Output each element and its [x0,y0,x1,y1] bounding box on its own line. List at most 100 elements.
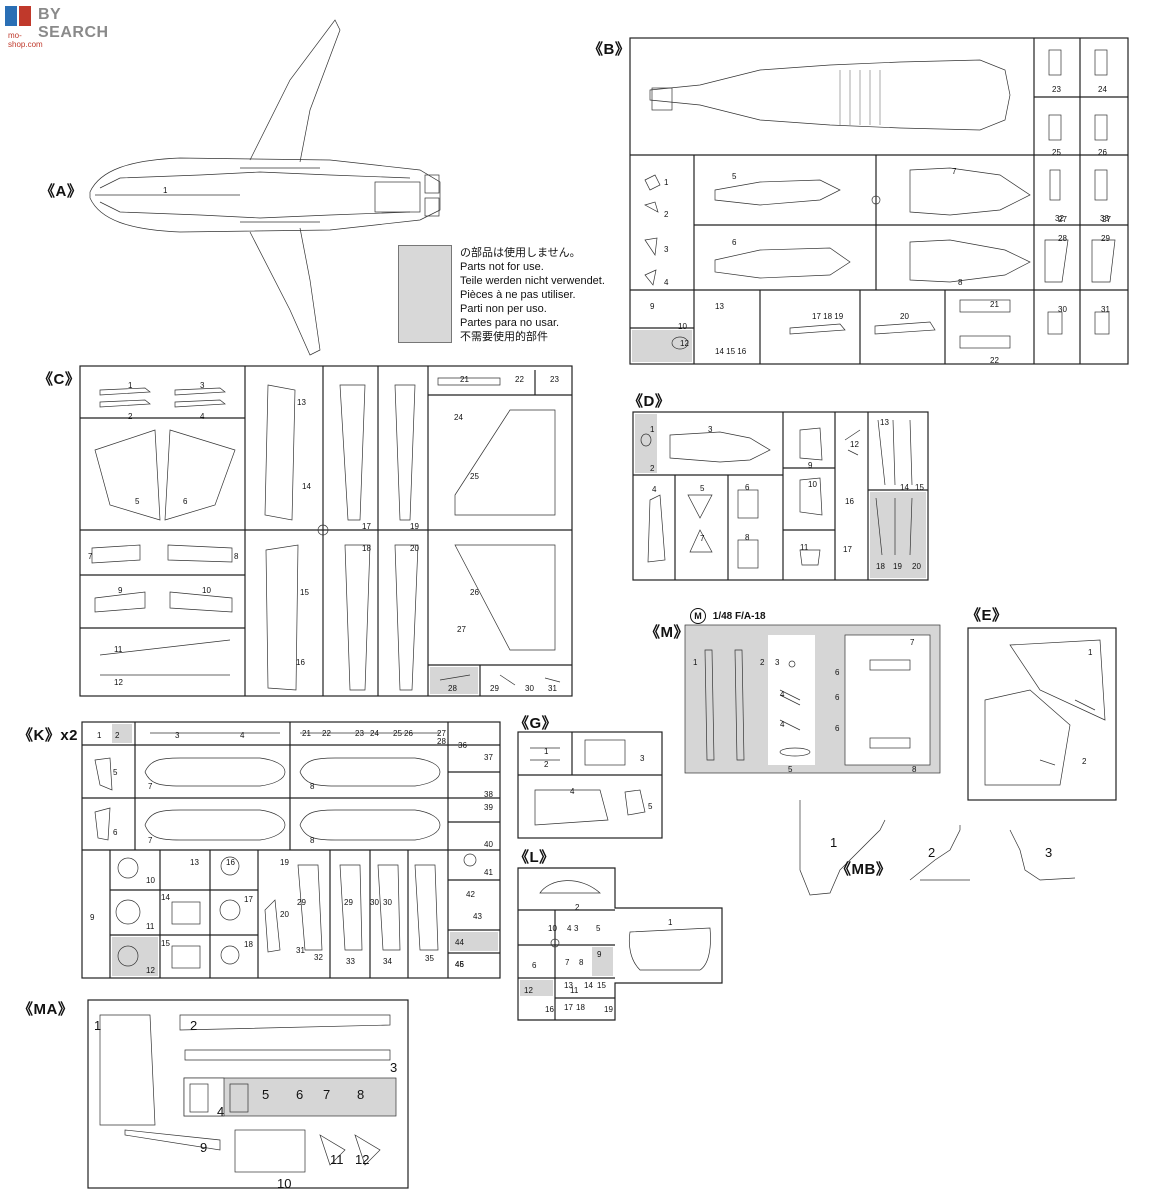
sprue-e-frame [967,627,1117,801]
part-number-ma: 4 [217,1104,225,1119]
part-number-b: 28 [1058,234,1067,243]
part-number-l: 19 [604,1005,613,1014]
part-number-l: 10 [548,924,557,933]
part-number-k: 13 [190,858,199,867]
part-number-c: 2 [128,412,133,421]
part-number-l: 18 [576,1003,585,1012]
part-number-m: 6 [835,724,840,733]
part-number-k: 31 [296,946,305,955]
part-number-l: 16 [545,1005,554,1014]
part-number-mb: 1 [830,835,838,850]
part-number-c: 22 [515,375,524,384]
part-number-b: 27 [1058,215,1067,224]
part-number-l: 1 [668,918,673,927]
part-number-ma: 3 [390,1060,398,1075]
part-number-g: 4 [570,787,575,796]
sprue-k-parts [94,732,477,969]
part-number-k: 41 [484,868,493,877]
part-number-k: 1 [97,731,102,740]
sprue-b-parts [644,49,1116,350]
part-number-ma: 11 [330,1152,344,1167]
watermark-subtext: mo-shop.com [8,31,43,49]
part-number-k: 25 [393,729,402,738]
part-number-ma: 10 [277,1176,292,1191]
part-number-b: 3 [664,245,669,254]
part-number-l: 9 [597,950,602,959]
part-number-k: 14 [161,893,170,902]
part-number-c: 27 [457,625,466,634]
part-number-k: 44 [455,938,464,947]
part-number-d: 5 [700,484,705,493]
part-number-k: 6 [113,828,118,837]
part-number-c: 25 [470,472,479,481]
part-number-b: 2 [664,210,669,219]
part-number-b: 22 [990,356,999,365]
part-number-c: 20 [410,544,419,553]
part-number-k: 9 [90,913,95,922]
part-number-c: 17 [362,522,371,531]
part-number-d: 13 [880,418,889,427]
legend-line: の部品は使用しません。 [460,247,581,259]
part-number-b: 26 [1098,148,1107,157]
part-number-k: 30 [370,898,379,907]
part-number-b: 27 [1102,215,1111,224]
part-number-c: 14 [302,482,311,491]
part-number-g: 5 [648,802,653,811]
part-number-c: 19 [410,522,419,531]
part-number-k: 40 [484,840,493,849]
watermark-logo: BY SEARCH mo-shop.com [4,4,108,49]
part-number-d: 18 [876,562,885,571]
m-sprue-tag: M 1/48 F/A-18 [690,608,766,624]
part-number-k: 26 [404,729,413,738]
part-number-b: 10 [678,322,687,331]
part-number-b: 32 [1055,214,1064,223]
part-number-d: 9 [808,461,813,470]
part-number-l: 15 [597,981,606,990]
part-number-m: 2 [760,658,765,667]
part-number-l: 5 [596,924,601,933]
part-number-k: 43 [473,912,482,921]
part-number-c: 11 [114,645,123,654]
part-number-b: 31 [1101,305,1110,314]
part-number-d: 16 [845,497,854,506]
part-number-c: 6 [183,497,188,506]
part-number-b: 9 [650,302,655,311]
part-number-k: 18 [244,940,253,949]
part-number-c: 30 [525,684,534,693]
part-number-c: 10 [202,586,211,595]
part-number-e: 1 [1088,648,1093,657]
part-number-g: 2 [544,760,549,769]
part-number-m: 6 [835,668,840,677]
part-number-b: 33 [1100,214,1109,223]
part-number-k: 7 [148,836,153,845]
part-number-c: 15 [300,588,309,597]
sprue-label-d: 《D》 [628,393,671,410]
part-number-b: 14 15 16 [715,347,747,356]
part-number-k: 19 [280,858,289,867]
legend-line: Parti non per uso. [460,303,547,315]
part-number-m: 6 [835,693,840,702]
part-number-l: 14 [584,981,593,990]
sprue-label-g: 《G》 [514,715,558,732]
part-number-c: 1 [128,381,133,390]
m-title: 1/48 F/A-18 [712,611,766,622]
part-number-k: 33 [346,957,355,966]
part-number-l: 2 [575,903,580,912]
part-number-c: 28 [448,684,457,693]
part-number-ma: 7 [323,1087,331,1102]
part-number-k: 36 [458,741,467,750]
sprue-label-ma: 《MA》 [18,1001,74,1018]
part-number-b: 4 [664,278,669,287]
part-number-ma: 8 [357,1087,365,1102]
part-number-m: 7 [910,638,915,647]
watermark-text: BY SEARCH [38,6,109,41]
part-number-k: 30 [383,898,392,907]
legend-line: Pièces à ne pas utiliser. [460,289,576,301]
part-number-d: 12 [850,440,859,449]
sprue-label-l: 《L》 [514,849,555,866]
sprue-a-airframe [89,19,441,356]
part-number-c: 3 [200,381,205,390]
part-number-b: 13 [715,302,724,311]
part-number-k: 28 [437,737,446,746]
